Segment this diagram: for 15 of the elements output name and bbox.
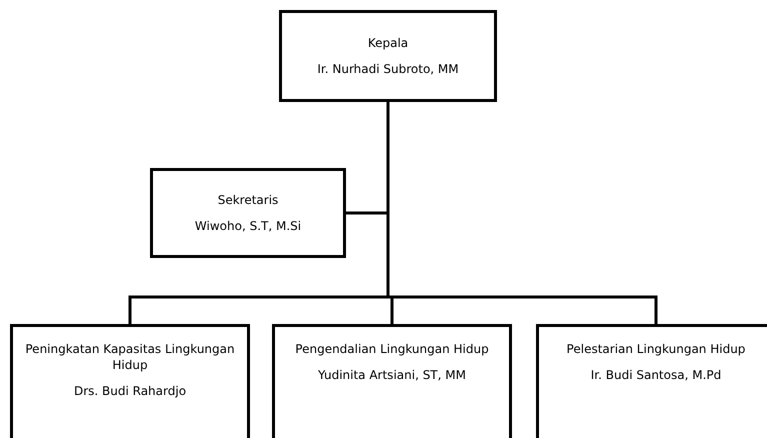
person-name: Wiwoho, S.T, M.Si <box>194 218 302 234</box>
org-box <box>150 168 346 258</box>
unit-title: Pelestarian Lingkungan Hidup <box>566 341 746 358</box>
unit-title: Pengendalian Lingkungan Hidup <box>295 341 489 358</box>
person-name: Yudinita Artsiani, ST, MM <box>318 367 466 384</box>
org-box <box>279 10 497 102</box>
person-name: Drs. Budi Rahardjo <box>74 383 186 400</box>
unit-title: Peningkatan Kapasitas Lingkungan Hidup <box>24 341 236 374</box>
person-name: Ir. Budi Santosa, M.Pd <box>590 367 722 384</box>
person-name: Ir. Nurhadi Subroto, MM <box>317 61 459 78</box>
org-box <box>536 324 767 438</box>
unit-title: Kepala <box>368 34 408 51</box>
unit-title: Sekretaris <box>218 192 278 208</box>
org-box <box>272 324 512 438</box>
org-box <box>10 324 250 438</box>
